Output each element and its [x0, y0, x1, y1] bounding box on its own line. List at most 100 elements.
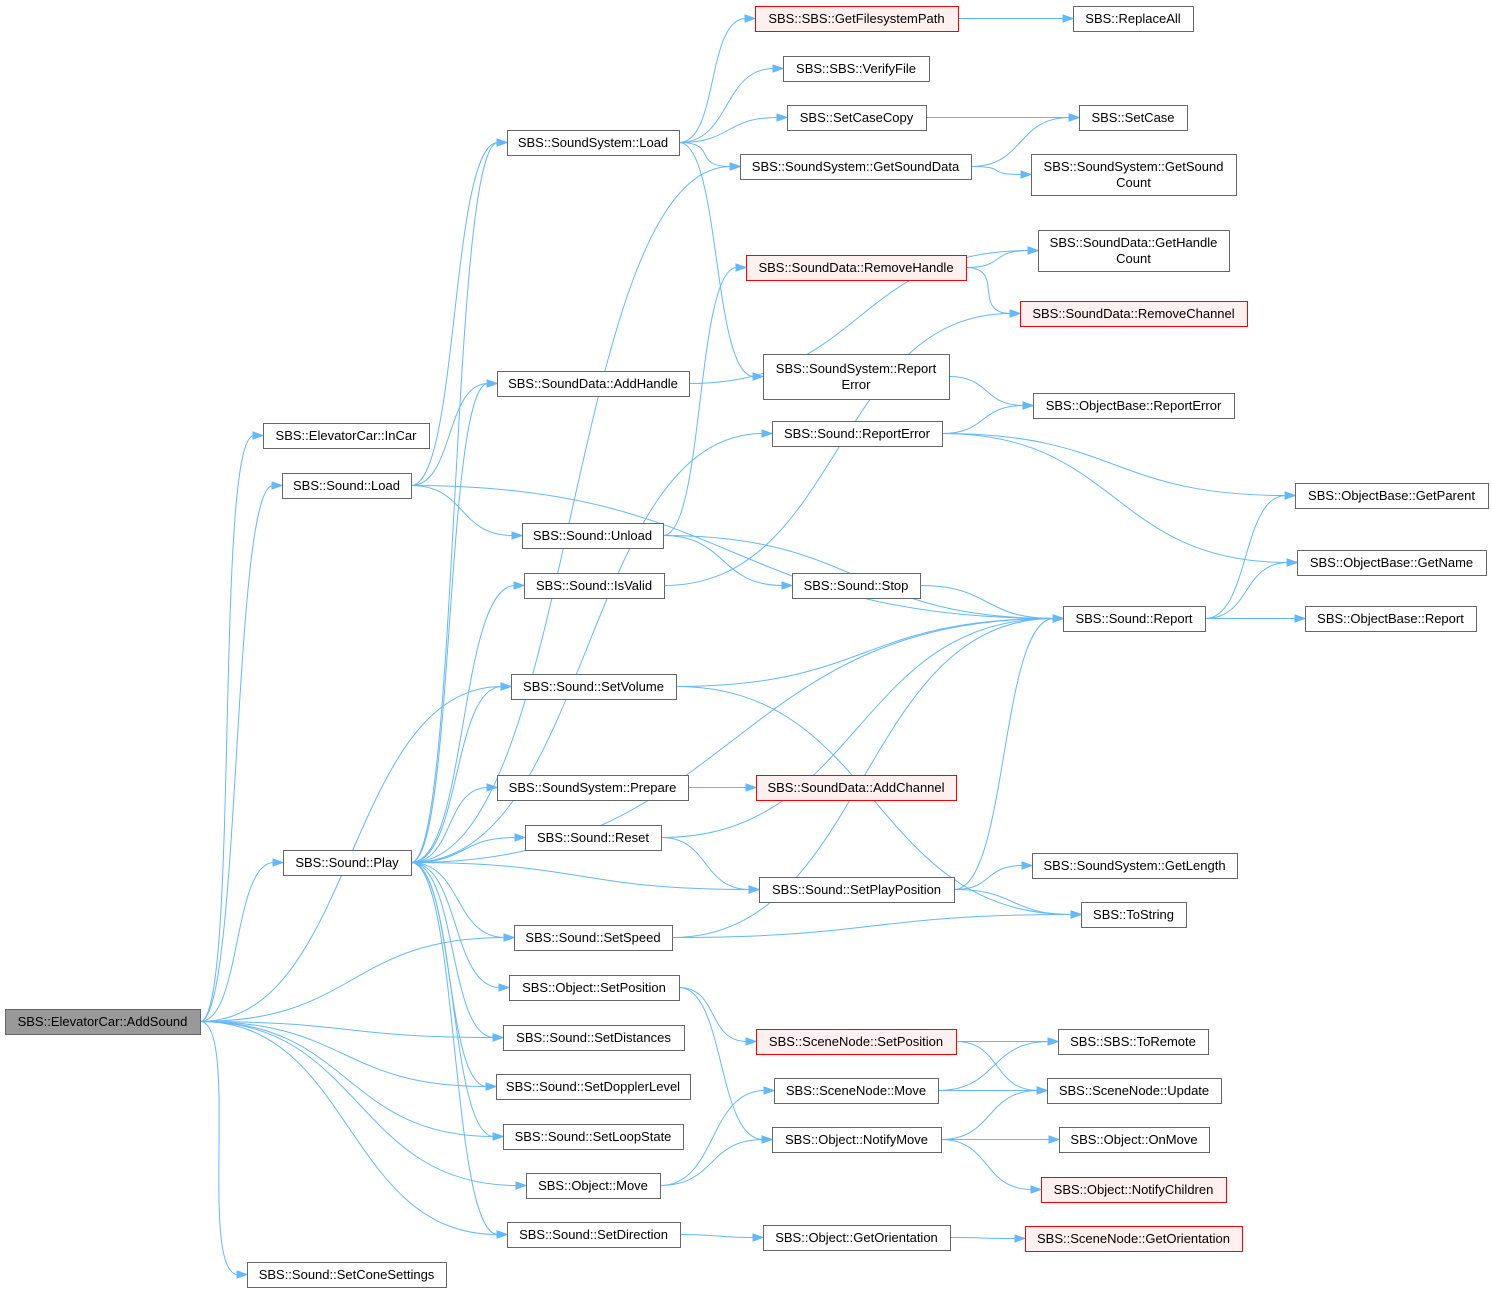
node-label: Count — [1116, 251, 1151, 266]
arrowhead-root-to-splay — [272, 858, 285, 867]
arrowhead-splay-to-objsetpos — [498, 983, 511, 992]
node-sbs-object-setposition[interactable]: SBS::Object::SetPosition — [509, 975, 680, 1001]
node-box — [759, 877, 955, 903]
node-box — [509, 975, 680, 1001]
node-label: SBS::SoundSystem::GetSoundData — [752, 159, 960, 174]
node-box — [756, 775, 957, 801]
node-sbs-sound-reset[interactable]: SBS::Sound::Reset — [525, 825, 662, 851]
node-sbs-elevatorcar-addsound[interactable]: SBS::ElevatorCar::AddSound — [5, 1009, 201, 1035]
node-sbs-sbs-verifyfile[interactable]: SBS::SBS::VerifyFile — [783, 56, 930, 82]
node-sbs-sound-isvalid[interactable]: SBS::Sound::IsValid — [524, 573, 665, 599]
edge-setvol-to-sreport — [675, 618, 1055, 687]
node-sbs-sound-load[interactable]: SBS::Sound::Load — [282, 473, 412, 499]
edge-notifymove-to-sceneupdate — [940, 1090, 1039, 1140]
node-sbs-sound-setdirection[interactable]: SBS::Sound::SetDirection — [507, 1222, 681, 1248]
node-label: SBS::ObjectBase::ReportError — [1046, 398, 1222, 413]
edge-setspeed-to-tostring — [671, 914, 1073, 938]
node-sbs-sound-stop[interactable]: SBS::Sound::Stop — [792, 573, 921, 599]
node-sbs-scenenode-setposition[interactable]: SBS::SceneNode::SetPosition — [756, 1029, 957, 1055]
node-box — [283, 850, 412, 876]
node-box — [507, 130, 680, 156]
node-sbs-object-onmove[interactable]: SBS::Object::OnMove — [1059, 1127, 1210, 1153]
edge-objmove-to-scenemove — [659, 1090, 766, 1186]
edge-root-to-incar — [199, 435, 255, 1022]
arrowhead-splay-to-setvol — [500, 682, 513, 691]
edge-removehandle-to-removechannel — [965, 267, 1012, 314]
node-sbs-objectbase-reporterror[interactable]: SBS::ObjectBase::ReportError — [1033, 393, 1235, 419]
arrowhead-sreport-to-getname — [1286, 558, 1299, 567]
node-sbs-sbs-getfilesystempath[interactable]: SBS::SBS::GetFilesystemPath — [755, 6, 959, 32]
arrowhead-removehandle-to-removechannel — [1009, 309, 1022, 318]
edge-sysload-to-verifyfile — [678, 68, 775, 143]
node-label: SBS::SceneNode::Update — [1059, 1083, 1209, 1098]
edge-sload-to-unload — [410, 485, 514, 536]
node-sbs-objectbase-getname[interactable]: SBS::ObjectBase::GetName — [1297, 550, 1487, 576]
node-sbs-objectbase-getparent[interactable]: SBS::ObjectBase::GetParent — [1295, 483, 1489, 509]
arrowhead-notifymove-to-onmove — [1048, 1135, 1061, 1144]
node-sbs-sounddata-removehandle[interactable]: SBS::SoundData::RemoveHandle — [746, 255, 967, 281]
node-label: SBS::ToString — [1093, 907, 1174, 922]
node-sbs-object-getorientation[interactable]: SBS::Object::GetOrientation — [763, 1225, 951, 1251]
node-sbs-soundsystem-prepare[interactable]: SBS::SoundSystem::Prepare — [497, 775, 689, 801]
edge-sstop-to-sreport — [919, 585, 1055, 619]
edge-splay-to-objsetpos — [410, 862, 501, 988]
node-sbs-scenenode-update[interactable]: SBS::SceneNode::Update — [1047, 1078, 1222, 1104]
node-sbs-soundsystem-load[interactable]: SBS::SoundSystem::Load — [507, 130, 680, 156]
edge-splay-to-setloop — [410, 862, 495, 1137]
node-sbs-sound-setdopplerlevel[interactable]: SBS::Sound::SetDopplerLevel — [496, 1074, 691, 1100]
edge-sysreporterr-to-obreporterr — [948, 376, 1025, 406]
node-sbs-sounddata-removechannel[interactable]: SBS::SoundData::RemoveChannel — [1020, 301, 1248, 327]
node-sbs-replaceall[interactable]: SBS::ReplaceAll — [1073, 6, 1194, 32]
node-sbs-object-move[interactable]: SBS::Object::Move — [526, 1173, 661, 1199]
node-sbs-sound-unload[interactable]: SBS::Sound::Unload — [522, 523, 664, 549]
node-label: SBS::Object::GetOrientation — [775, 1230, 938, 1245]
node-box — [787, 105, 927, 131]
edge-sreporterr-to-getname — [941, 433, 1289, 563]
node-box — [774, 1078, 939, 1104]
node-sbs-sbs-toremote[interactable]: SBS::SBS::ToRemote — [1058, 1029, 1209, 1055]
node-sbs-sound-setspeed[interactable]: SBS::Sound::SetSpeed — [514, 925, 673, 951]
node-sbs-sound-setvolume[interactable]: SBS::Sound::SetVolume — [511, 674, 677, 700]
node-box — [524, 573, 665, 599]
arrowhead-sload-to-unload — [511, 531, 524, 540]
node-label: SBS::Sound::Unload — [533, 528, 652, 543]
node-sbs-sound-report[interactable]: SBS::Sound::Report — [1063, 606, 1206, 632]
node-label: SBS::ObjectBase::Report — [1317, 611, 1464, 626]
node-sbs-object-notifychildren[interactable]: SBS::Object::NotifyChildren — [1041, 1177, 1227, 1203]
edge-sysload-to-sysreporterr — [678, 142, 755, 377]
node-sbs-setcasecopy[interactable]: SBS::SetCaseCopy — [787, 105, 927, 131]
node-label: SBS::Object::NotifyChildren — [1054, 1182, 1214, 1197]
edge-notifymove-to-notifychildren — [940, 1139, 1033, 1190]
node-box — [772, 1127, 942, 1153]
node-label: SBS::ObjectBase::GetName — [1310, 555, 1473, 570]
node-sbs-scenenode-getorientation[interactable]: SBS::SceneNode::GetOrientation — [1025, 1226, 1243, 1252]
node-sbs-object-notifymove[interactable]: SBS::Object::NotifyMove — [772, 1127, 942, 1153]
arrowhead-root-to-scone — [236, 1270, 249, 1279]
node-box — [497, 371, 690, 397]
node-sbs-soundsystem-getlength[interactable]: SBS::SoundSystem::GetLength — [1032, 853, 1238, 879]
node-sbs-objectbase-report[interactable]: SBS::ObjectBase::Report — [1305, 606, 1477, 632]
node-sbs-tostring[interactable]: SBS::ToString — [1081, 902, 1187, 928]
node-sbs-sounddata-addhandle[interactable]: SBS::SoundData::AddHandle — [497, 371, 690, 397]
node-sbs-scenenode-move[interactable]: SBS::SceneNode::Move — [774, 1078, 939, 1104]
node-sbs-soundsystem-getsounddata[interactable]: SBS::SoundSystem::GetSoundData — [740, 154, 972, 180]
node-box — [772, 421, 943, 447]
node-sbs-elevatorcar-incar[interactable]: SBS::ElevatorCar::InCar — [263, 423, 430, 449]
node-sbs-sounddata-addchannel[interactable]: SBS::SoundData::AddChannel — [756, 775, 957, 801]
edge-root-to-setdist — [199, 1021, 495, 1038]
edge-sreport-to-getparent — [1204, 495, 1287, 619]
node-label: SBS::Sound::SetConeSettings — [259, 1267, 435, 1282]
node-sbs-sound-setdistances[interactable]: SBS::Sound::SetDistances — [503, 1025, 685, 1051]
node-sbs-sound-setplayposition[interactable]: SBS::Sound::SetPlayPosition — [759, 877, 955, 903]
node-sbs-soundsystem-report-error[interactable]: SBS::SoundSystem::ReportError — [763, 354, 950, 400]
node-sbs-sound-setconesettings[interactable]: SBS::Sound::SetConeSettings — [247, 1262, 447, 1288]
node-label: SBS::Sound::SetDirection — [519, 1227, 668, 1242]
node-box — [1305, 606, 1477, 632]
node-sbs-setcase[interactable]: SBS::SetCase — [1079, 105, 1188, 131]
node-sbs-sound-play[interactable]: SBS::Sound::Play — [283, 850, 412, 876]
node-sbs-sound-setloopstate[interactable]: SBS::Sound::SetLoopState — [503, 1124, 684, 1150]
node-sbs-sound-reporterror[interactable]: SBS::Sound::ReportError — [772, 421, 943, 447]
